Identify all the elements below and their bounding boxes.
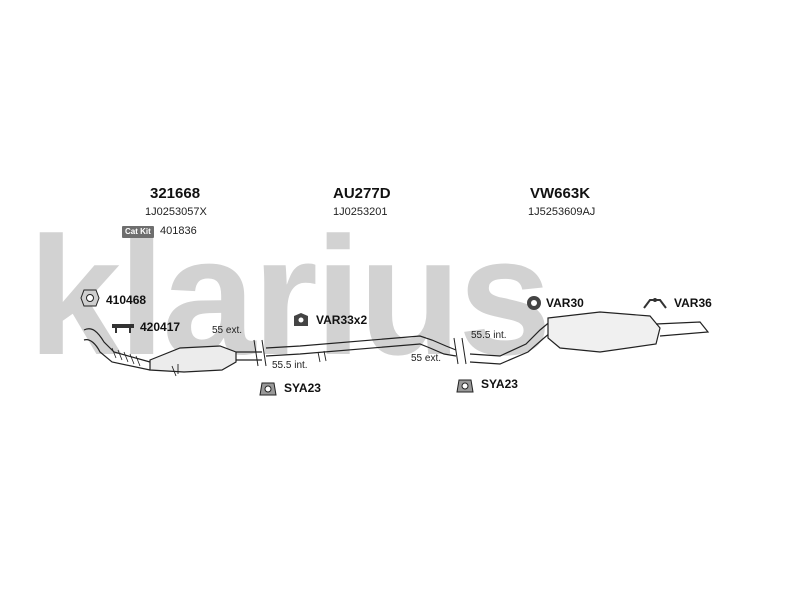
centre-pipe (265, 335, 457, 363)
dimension-int-2: 55.5 int. (471, 330, 507, 341)
part-sya23-2: SYA23 (481, 377, 518, 391)
group-code-1: 321668 (150, 185, 201, 202)
dimension-int-1: 55.5 int. (272, 360, 308, 371)
group-ref-1: 1J0253057X (145, 206, 207, 218)
part-var33x2: VAR33x2 (316, 313, 368, 327)
group-code-3: VW663K (530, 185, 591, 202)
joint-1 (253, 339, 267, 367)
front-pipe-catalyst (83, 328, 262, 377)
clamp-icon (112, 324, 134, 333)
rear-silencer (469, 311, 710, 365)
part-420417: 420417 (140, 320, 181, 334)
hook-icon (643, 298, 667, 309)
rubber-mount-icon (456, 379, 474, 393)
part-var36: VAR36 (674, 296, 712, 310)
group-ref-3: 1J5253609AJ (528, 206, 596, 218)
joint-2 (453, 337, 467, 365)
cat-kit-badge: Cat Kit (122, 226, 154, 238)
rubber-mount-icon (259, 382, 277, 396)
dimension-ext-1: 55 ext. (212, 325, 243, 336)
cat-kit-number: 401836 (160, 225, 197, 237)
part-sya23-1: SYA23 (284, 381, 321, 395)
group-ref-2: 1J0253201 (333, 206, 388, 218)
part-var30: VAR30 (546, 296, 584, 310)
part-410468: 410468 (106, 293, 147, 307)
gasket-icon (80, 289, 100, 307)
bracket-icon (294, 313, 308, 326)
group-code-2: AU277D (333, 185, 391, 202)
hanger-icon (527, 296, 541, 310)
dimension-ext-2: 55 ext. (411, 353, 442, 364)
